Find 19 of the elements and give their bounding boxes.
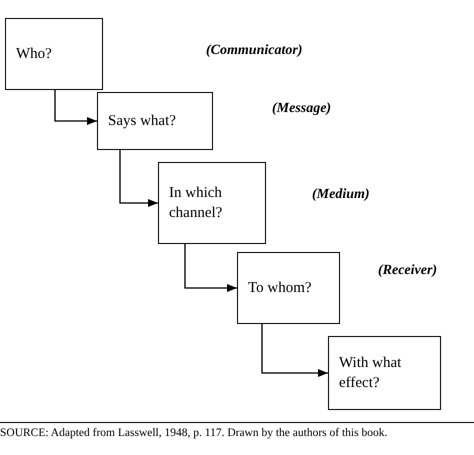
- arrow: [261, 324, 328, 377]
- role-label: (Receiver): [378, 262, 438, 280]
- process-box: [97, 92, 213, 150]
- caption: SOURCE: Adapted from Lasswell, 1948, p. 117. Drawn by the authors of this book.: [0, 422, 474, 442]
- arrow: [54, 90, 97, 125]
- role-label: (Communicator): [206, 42, 302, 60]
- arrow: [184, 244, 237, 292]
- box-label: Who?: [16, 45, 53, 64]
- role-label: (Message): [272, 100, 332, 118]
- process-box: [237, 252, 340, 324]
- arrow: [119, 150, 158, 207]
- box-label: To whom?: [248, 279, 313, 298]
- box-label: With what effect?: [339, 354, 402, 393]
- process-box: [328, 336, 441, 410]
- process-box: [5, 18, 103, 90]
- role-label: (Medium): [312, 186, 370, 204]
- box-label: Says what?: [108, 112, 177, 131]
- box-label: In which channel?: [169, 184, 224, 223]
- process-box: [158, 162, 266, 244]
